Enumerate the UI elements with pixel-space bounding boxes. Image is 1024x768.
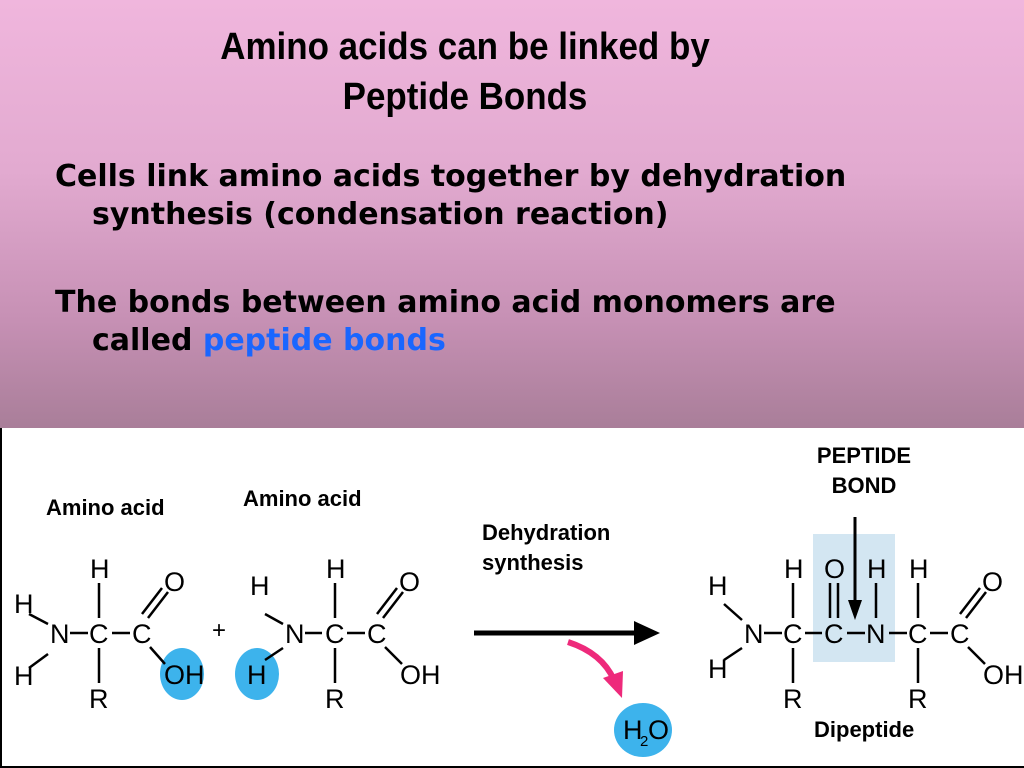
hydroxyl-highlight-circle — [160, 648, 204, 700]
aa1-alpha-carbon: C — [89, 619, 109, 649]
dehydration-label-line-2: synthesis — [482, 550, 584, 575]
dp-hydrogen-alpha-2: H — [909, 554, 929, 584]
water-subscript: 2 — [640, 733, 648, 750]
peptide-bond-label-line-2: BOND — [831, 473, 897, 498]
water-oxygen: O — [648, 715, 669, 745]
aa2-nitrogen: N — [285, 619, 305, 649]
dehydration-synthesis-diagram: H H N H C R C O OH + H H N H — [0, 428, 1024, 768]
amino-acid-2-atoms: H H N H C R C O OH — [247, 554, 441, 714]
aa1-hydrogen-alpha: H — [90, 554, 110, 584]
dp-peptide-carbon: C — [824, 619, 844, 649]
bullet-peptide-bonds: The bonds between amino acid monomers ar… — [55, 284, 1015, 360]
aa1-oxygen: O — [164, 567, 185, 597]
amino-acid-2-bonds — [264, 583, 404, 683]
bullet-2-prefix: called — [92, 323, 203, 358]
peptide-bond-pointer — [848, 517, 862, 620]
peptide-bond-label-line-1: PEPTIDE — [816, 443, 912, 468]
aa2-r-group: R — [325, 684, 345, 714]
aa1-hydroxyl: OH — [164, 660, 205, 690]
dp-carboxyl-carbon: C — [950, 619, 970, 649]
slide-title: Amino acids can be linked by Peptide Bon… — [37, 22, 893, 122]
reaction-arrow — [474, 621, 660, 645]
water-release-arrow — [567, 639, 623, 698]
slide-title-line-1: Amino acids can be linked by — [220, 26, 710, 68]
bullet-1-line-1: Cells link amino acids together by dehyd… — [55, 159, 847, 194]
aa1-hydrogen-bottom-left: H — [14, 661, 34, 691]
dp-alpha-carbon-2: C — [908, 619, 928, 649]
aa2-alpha-carbon: C — [325, 619, 345, 649]
aa2-oxygen: O — [399, 567, 420, 597]
aa1-r-group: R — [89, 684, 109, 714]
dp-hydrogen-bottom-left: H — [708, 654, 728, 684]
aa2-carboxyl-carbon: C — [367, 619, 387, 649]
dipeptide-label: Dipeptide — [814, 717, 915, 742]
reaction-svg: H H N H C R C O OH + H H N H — [14, 517, 1024, 757]
aa1-hydrogen-top-left: H — [14, 589, 34, 619]
hydrogen-highlight-circle — [235, 648, 279, 700]
amino-acid-2-label: Amino acid — [243, 486, 362, 511]
dehydration-label-line-1: Dehydration — [482, 520, 611, 545]
dp-hydroxyl: OH — [983, 660, 1024, 690]
dp-peptide-hydrogen: H — [867, 554, 887, 584]
dp-peptide-oxygen: O — [824, 554, 845, 584]
dp-hydrogen-top-left: H — [708, 571, 728, 601]
aa2-hydroxyl: OH — [400, 660, 441, 690]
dp-r-group-1: R — [783, 684, 803, 714]
slide-title-line-2: Peptide Bonds — [342, 76, 588, 118]
dp-alpha-carbon-1: C — [783, 619, 803, 649]
bullet-list: Cells link amino acids together by dehyd… — [55, 158, 1015, 410]
dp-hydrogen-alpha-1: H — [784, 554, 804, 584]
dp-nitrogen-1: N — [744, 619, 764, 649]
aa2-hydrogen-top-left: H — [250, 571, 270, 601]
plus-sign: + — [212, 617, 226, 644]
aa1-nitrogen: N — [50, 619, 70, 649]
aa2-hydrogen-alpha: H — [326, 554, 346, 584]
water-highlight-circle — [614, 703, 672, 757]
amino-acid-1-atoms: H H N H C R C O OH — [14, 554, 205, 714]
dp-r-group-2: R — [908, 684, 928, 714]
water-molecule: H 2 O — [623, 715, 669, 750]
slide-header-background — [0, 0, 1024, 428]
dp-oxygen: O — [982, 567, 1003, 597]
dehydration-synthesis-label: Dehydration synthesis — [482, 518, 610, 578]
peptide-bonds-highlight: peptide bonds — [202, 323, 446, 358]
dipeptide-atoms: H H N H C R O C H N H C R C O OH — [708, 554, 1024, 714]
bullet-2-line-1: The bonds between amino acid monomers ar… — [55, 285, 836, 320]
amino-acid-1-bonds — [28, 583, 169, 683]
dp-nitrogen-2: N — [866, 619, 886, 649]
aa1-carboxyl-carbon: C — [132, 619, 152, 649]
bullet-2-line-2: called peptide bonds — [55, 322, 1015, 360]
amino-acid-1-label: Amino acid — [46, 495, 165, 520]
bullet-1-line-2: synthesis (condensation reaction) — [92, 197, 669, 232]
peptide-bond-label: PEPTIDE BOND — [792, 441, 936, 501]
bullet-dehydration: Cells link amino acids together by dehyd… — [55, 158, 1015, 234]
water-hydrogen: H — [623, 715, 643, 745]
dipeptide-bonds — [723, 583, 987, 683]
aa2-hydrogen-circled: H — [247, 660, 267, 690]
